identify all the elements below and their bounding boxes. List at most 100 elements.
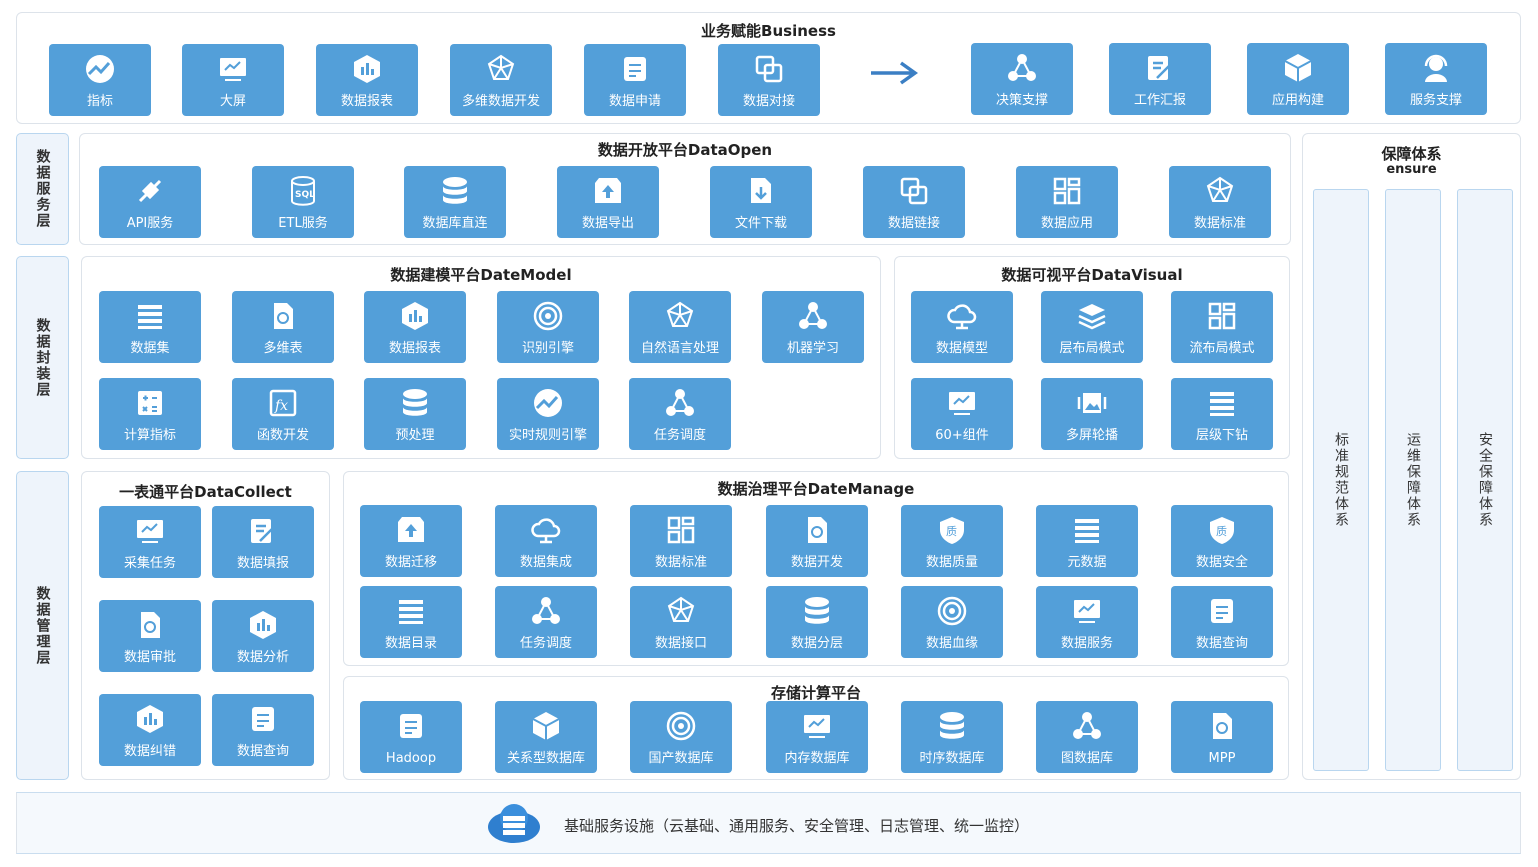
tile-数据标准[interactable]: 数据标准 (1169, 166, 1271, 238)
tile-label: 元数据 (1067, 555, 1107, 570)
tile-数据开发[interactable]: 数据开发 (766, 505, 868, 577)
tile-数据分层[interactable]: 数据分层 (766, 586, 868, 658)
tile-应用构建[interactable]: 应用构建 (1247, 43, 1349, 115)
tile-label: 图数据库 (1060, 751, 1113, 766)
tile-数据审批[interactable]: 数据审批 (99, 600, 201, 672)
tile-多屏轮播[interactable]: 多屏轮播 (1041, 378, 1143, 450)
tile-数据应用[interactable]: 数据应用 (1016, 166, 1118, 238)
tile-多维数据开发[interactable]: 多维数据开发 (450, 44, 552, 116)
tile-决策支撑[interactable]: 决策支撑 (971, 43, 1073, 115)
tile-label: 数据标准 (1193, 216, 1246, 231)
tile-数据目录[interactable]: 数据目录 (360, 586, 462, 658)
tile-Hadoop[interactable]: Hadoop (360, 701, 462, 773)
tile-数据纠错[interactable]: 数据纠错 (99, 694, 201, 766)
tile-服务支撑[interactable]: 服务支撑 (1385, 43, 1487, 115)
tile-数据集[interactable]: 数据集 (99, 291, 201, 363)
tile-内存数据库[interactable]: 内存数据库 (766, 701, 868, 773)
link-icon (900, 177, 928, 205)
tile-数据服务[interactable]: 数据服务 (1036, 586, 1138, 658)
cloud-icon (947, 304, 977, 330)
tile-数据对接[interactable]: 数据对接 (718, 44, 820, 116)
tile-多维表[interactable]: 多维表 (232, 291, 334, 363)
form-icon (252, 707, 274, 731)
tile-数据报表[interactable]: 数据报表 (364, 291, 466, 363)
cluster-icon (532, 597, 560, 624)
trend-icon (86, 55, 114, 83)
tile-数据标准[interactable]: 数据标准 (630, 505, 732, 577)
tile-指标[interactable]: 指标 (49, 44, 151, 116)
tile-数据迁移[interactable]: 数据迁移 (360, 505, 462, 577)
tile-数据安全[interactable]: 质数据安全 (1171, 505, 1273, 577)
tile-流布局模式[interactable]: 流布局模式 (1171, 291, 1273, 363)
tile-数据填报[interactable]: 数据填报 (212, 506, 314, 578)
tile-层布局模式[interactable]: 层布局模式 (1041, 291, 1143, 363)
tile-识别引擎[interactable]: 识别引擎 (497, 291, 599, 363)
tile-数据质量[interactable]: 质数据质量 (901, 505, 1003, 577)
tile-数据申请[interactable]: 数据申请 (584, 44, 686, 116)
database-icon (403, 389, 427, 416)
tile-关系型数据库[interactable]: 关系型数据库 (495, 701, 597, 773)
database-icon (940, 712, 964, 739)
tile-图数据库[interactable]: 图数据库 (1036, 701, 1138, 773)
tile-label: MPP (1208, 751, 1236, 766)
tile-预处理[interactable]: 预处理 (364, 378, 466, 450)
tile-label: 识别引擎 (521, 341, 574, 356)
tile-采集任务[interactable]: 采集任务 (99, 506, 201, 578)
infra-text: 基础服务设施（云基础、通用服务、安全管理、日志管理、统一监控） (564, 817, 1030, 835)
tile-元数据[interactable]: 元数据 (1036, 505, 1138, 577)
tile-60+组件[interactable]: 60+组件 (911, 378, 1013, 450)
tile-数据链接[interactable]: 数据链接 (863, 166, 965, 238)
cluster-icon (1008, 54, 1036, 81)
tile-数据血缘[interactable]: 数据血缘 (901, 586, 1003, 658)
tile-数据集成[interactable]: 数据集成 (495, 505, 597, 577)
tile-label: 数据接口 (654, 636, 707, 651)
network-icon (1206, 176, 1234, 202)
tile-计算指标[interactable]: 计算指标 (99, 378, 201, 450)
tile-数据模型[interactable]: 数据模型 (911, 291, 1013, 363)
tile-机器学习[interactable]: 机器学习 (762, 291, 864, 363)
tile-label: 数据安全 (1195, 555, 1248, 570)
ensure-panel: 保障体系 ensure 标准规范体系 运维保障体系 安全保障体系 (1302, 133, 1521, 780)
infra-bar: 基础服务设施（云基础、通用服务、安全管理、日志管理、统一监控） (16, 792, 1521, 854)
tile-任务调度[interactable]: 任务调度 (629, 378, 731, 450)
tile-label: 任务调度 (519, 636, 572, 651)
tile-数据查询[interactable]: 数据查询 (212, 694, 314, 766)
tile-数据库直连[interactable]: 数据库直连 (404, 166, 506, 238)
tile-MPP[interactable]: MPP (1171, 701, 1273, 773)
network-icon (666, 301, 694, 327)
tile-文件下载[interactable]: 文件下载 (710, 166, 812, 238)
tile-API服务[interactable]: API服务 (99, 166, 201, 238)
shield-icon: 质 (940, 517, 964, 544)
tile-工作汇报[interactable]: 工作汇报 (1109, 43, 1211, 115)
tile-label: 时序数据库 (919, 751, 985, 766)
tile-label: 数据应用 (1040, 216, 1093, 231)
tile-label: 应用构建 (1271, 93, 1324, 108)
tile-大屏[interactable]: 大屏 (182, 44, 284, 116)
tile-数据导出[interactable]: 数据导出 (557, 166, 659, 238)
tile-数据接口[interactable]: 数据接口 (630, 586, 732, 658)
tile-数据分析[interactable]: 数据分析 (212, 600, 314, 672)
network-icon (487, 54, 515, 80)
tile-层级下钻[interactable]: 层级下钻 (1171, 378, 1273, 450)
tile-自然语言处理[interactable]: 自然语言处理 (629, 291, 731, 363)
tile-国产数据库[interactable]: 国产数据库 (630, 701, 732, 773)
tile-label: 数据查询 (236, 744, 289, 759)
tile-label: 数据分层 (790, 636, 843, 651)
tile-数据查询[interactable]: 数据查询 (1171, 586, 1273, 658)
tile-label: 数据库直连 (422, 216, 488, 231)
download-icon (751, 178, 771, 203)
tile-时序数据库[interactable]: 时序数据库 (901, 701, 1003, 773)
tile-label: 工作汇报 (1133, 93, 1186, 108)
database-icon (443, 177, 467, 204)
tile-数据报表[interactable]: 数据报表 (316, 44, 418, 116)
tile-label: 数据审批 (123, 650, 176, 665)
tile-label: 数据报表 (388, 341, 441, 356)
tile-实时规则引擎[interactable]: 实时规则引擎 (497, 378, 599, 450)
layer-encap-label: 数据封装层 (34, 317, 51, 398)
tile-任务调度[interactable]: 任务调度 (495, 586, 597, 658)
database-icon (805, 597, 829, 624)
upload-icon (595, 178, 621, 203)
layers-icon (1078, 304, 1106, 330)
